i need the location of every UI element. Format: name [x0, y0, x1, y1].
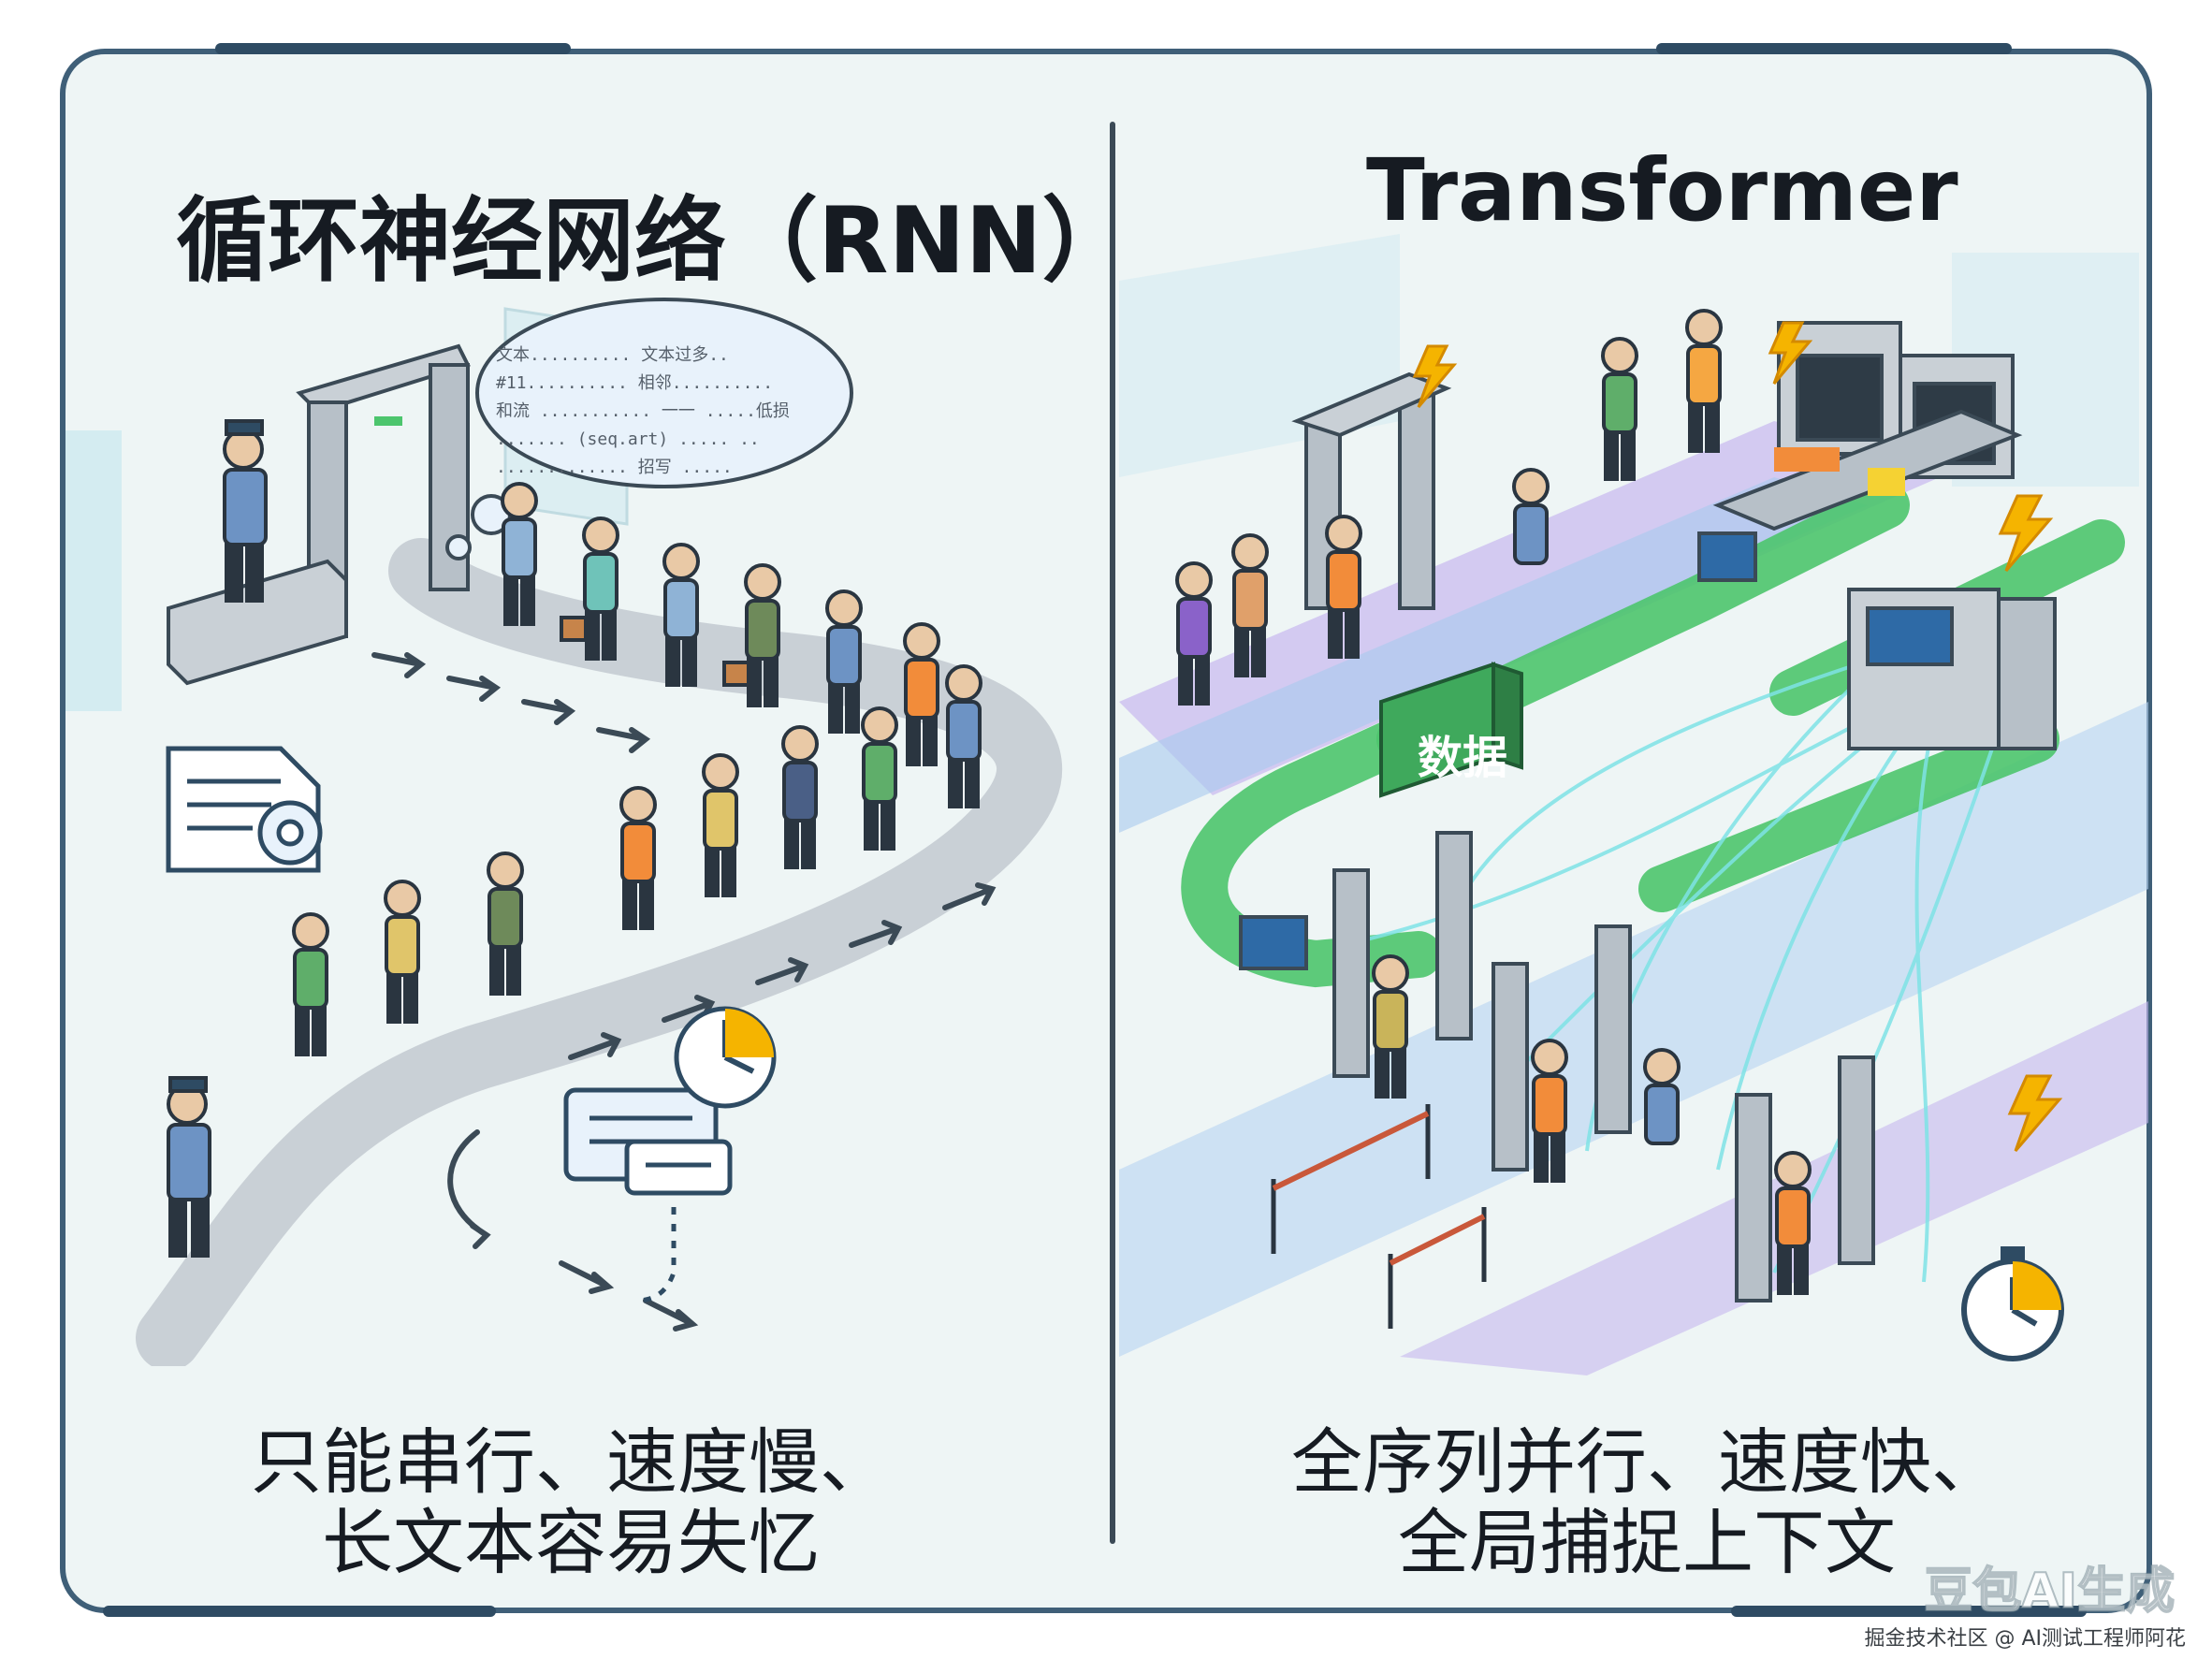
security-gates-bottom [1332, 831, 1875, 1302]
thought-line: ....... (seq.art) ..... .. [496, 429, 760, 449]
queue-people-upper [501, 482, 982, 808]
queue-arrows [371, 652, 997, 1332]
rnn-title: 循环神经网络（RNN） [176, 188, 1134, 295]
thought-line: 文本.......... 文本过多.. [496, 345, 729, 365]
panel-divider [1110, 122, 1115, 1544]
watermark: 掘金技术社区 @ AI测试工程师阿花 [1864, 1627, 2186, 1651]
computer-terminals [1239, 531, 1757, 970]
floor-lane-bottom-purple [1400, 1001, 2148, 1375]
floor-lane-bottom [1119, 702, 2148, 1357]
people-top [1175, 309, 1723, 706]
rnn-caption-line1: 只能串行、速度慢、 [251, 1420, 891, 1504]
security-gate-top [1291, 371, 1452, 610]
frame-accent-bottom-left [103, 1606, 496, 1617]
transformer-caption-line2: 全局捕捉上下文 [1398, 1501, 1896, 1584]
floor-lane-top-blue [1119, 477, 1868, 833]
transformer-scene [1119, 234, 2148, 1375]
rnn-caption-line2: 长文本容易失忆 [322, 1501, 820, 1584]
server-machine [1847, 588, 2057, 750]
frame-accent-top-left [215, 43, 571, 54]
queue-people-lower [292, 706, 898, 1056]
chat-clock-icon [563, 1006, 777, 1303]
guard-top [223, 419, 268, 603]
queue-path [136, 538, 1062, 1366]
thought-bubble [445, 298, 853, 560]
data-sign [1379, 662, 1523, 798]
thought-line: #11.......... 相邻.......... [496, 373, 774, 393]
transformer-caption-line1: 全序列并行、速度快、 [1291, 1420, 2002, 1504]
lightning-icons [1412, 321, 2063, 1152]
stopwatch-icon [1961, 1246, 2064, 1361]
thought-line: ............. 招写 ..... [496, 458, 733, 477]
frame-accent-top-right [1656, 43, 2012, 54]
xray-scanners [1712, 321, 2023, 531]
stanchions [1271, 1104, 1487, 1329]
security-gate [167, 343, 471, 686]
brand-mark: 豆包AI生成 [1923, 1563, 2176, 1621]
transformer-title: Transformer [1366, 140, 1958, 240]
guard-bottom [167, 1076, 211, 1258]
thought-line: 和流 ........... 一一 .....低损 [496, 401, 790, 421]
thought-bubble-text: 文本.......... 文本过多.. #11.......... 相邻....… [496, 342, 842, 482]
data-sign-label: 数据 [1418, 732, 1508, 784]
document-gear-icon [166, 746, 323, 873]
rnn-caption: 只能串行、速度慢、 长文本容易失忆 [168, 1422, 973, 1583]
transformer-caption: 全序列并行、速度快、 全局捕捉上下文 [1244, 1422, 2049, 1583]
people-bottom [1372, 954, 1812, 1295]
rnn-scene [65, 298, 1062, 1366]
frame-accent-bottom-right [1731, 1606, 2087, 1617]
